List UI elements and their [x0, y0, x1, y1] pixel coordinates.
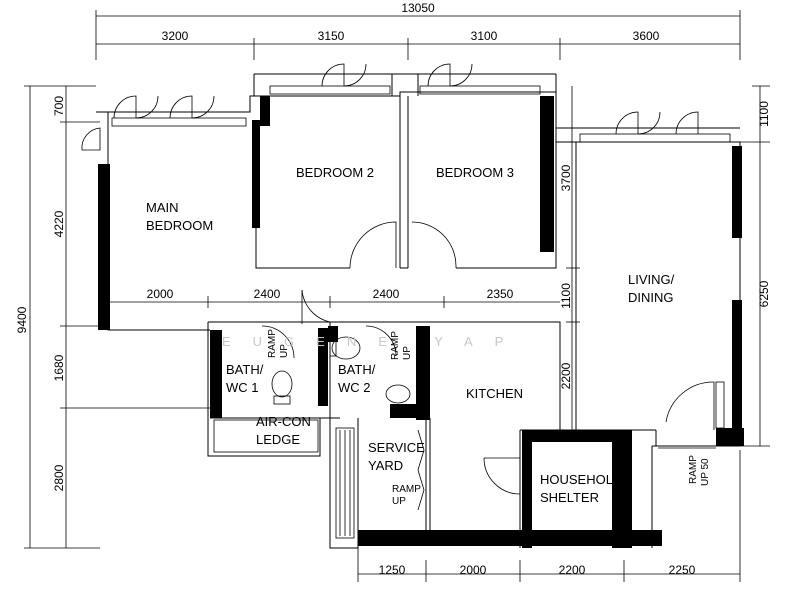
label-bath1-1: BATH/	[226, 362, 264, 377]
dim-left-overall: 9400	[15, 306, 29, 333]
dim-top-3: 3100	[471, 29, 498, 43]
walls	[96, 73, 744, 549]
label-bath2-1: BATH/	[338, 362, 376, 377]
label-service-yard-2: YARD	[368, 458, 403, 473]
label-kitchen: KITCHEN	[466, 386, 523, 401]
label-service-yard-1: SERVICE	[368, 440, 425, 455]
dim-right-2: 6250	[757, 280, 771, 307]
fixtures	[213, 336, 425, 539]
dim-right-1: 1100	[757, 101, 771, 127]
dim-top-4: 3600	[633, 29, 660, 43]
label-bath2-2: WC 2	[338, 380, 371, 395]
label-shelter-2: SHELTER	[540, 490, 599, 505]
doors	[261, 221, 725, 495]
ramp-entrance-line1: RAMP	[688, 455, 699, 484]
dim-mid-1: 3700	[559, 164, 573, 191]
ramp-bath1-line2: UP	[279, 344, 290, 358]
dim-bottom-3: 2200	[559, 563, 586, 577]
ramp-bath2-line2: UP	[402, 346, 413, 360]
dim-left-1: 700	[52, 96, 66, 116]
dim-mid-2: 1100	[559, 283, 573, 309]
dim-left-3: 1680	[52, 354, 66, 381]
dim-left-2: 4220	[52, 210, 66, 237]
label-bath1-2: WC 1	[226, 380, 259, 395]
label-living-1: LIVING/	[628, 272, 675, 287]
label-bedroom-2: BEDROOM 2	[296, 165, 374, 180]
label-shelter-1: HOUSEHOLD	[540, 472, 622, 487]
label-main-bedroom-1: MAIN	[146, 200, 179, 215]
ramp-bath1-line1: RAMP	[267, 329, 278, 358]
ramp-labels: RAMP UP RAMP UP RAMP UP RAMP UP 50	[267, 329, 711, 507]
dim-top-1: 3200	[162, 29, 189, 43]
label-aircon-2: LEDGE	[256, 432, 300, 447]
ramp-bath2-line1: RAMP	[390, 331, 401, 360]
dim-interior-3: 2400	[373, 287, 400, 301]
label-main-bedroom-2: BEDROOM	[146, 218, 213, 233]
label-bedroom-3: BEDROOM 3	[436, 165, 514, 180]
dim-mid-3: 2200	[559, 362, 573, 389]
dim-bottom-1: 1250	[379, 563, 406, 577]
dim-top-2: 3150	[318, 29, 345, 43]
dimension-labels: 13050 3200 3150 3100 3600 2000 2400 2400…	[15, 1, 771, 577]
ramp-yard-line1: RAMP	[392, 484, 421, 495]
room-labels: MAIN BEDROOM BEDROOM 2 BEDROOM 3 LIVING/…	[146, 165, 675, 505]
dim-interior-1: 2000	[147, 287, 174, 301]
windows	[81, 63, 731, 151]
dim-left-4: 2800	[52, 464, 66, 491]
dim-overall-width: 13050	[401, 1, 435, 15]
watermark-text: EUGENE YAP	[222, 334, 525, 349]
label-aircon-1: AIR-CON	[256, 414, 311, 429]
dim-bottom-2: 2000	[460, 563, 487, 577]
dim-interior-4: 2350	[487, 287, 514, 301]
ramp-entrance-line2: UP 50	[700, 458, 711, 486]
label-living-2: DINING	[628, 290, 674, 305]
dimension-lines	[24, 10, 770, 582]
dim-bottom-4: 2250	[669, 563, 696, 577]
ramp-yard-line2: UP	[392, 496, 406, 507]
dim-interior-2: 2400	[254, 287, 281, 301]
